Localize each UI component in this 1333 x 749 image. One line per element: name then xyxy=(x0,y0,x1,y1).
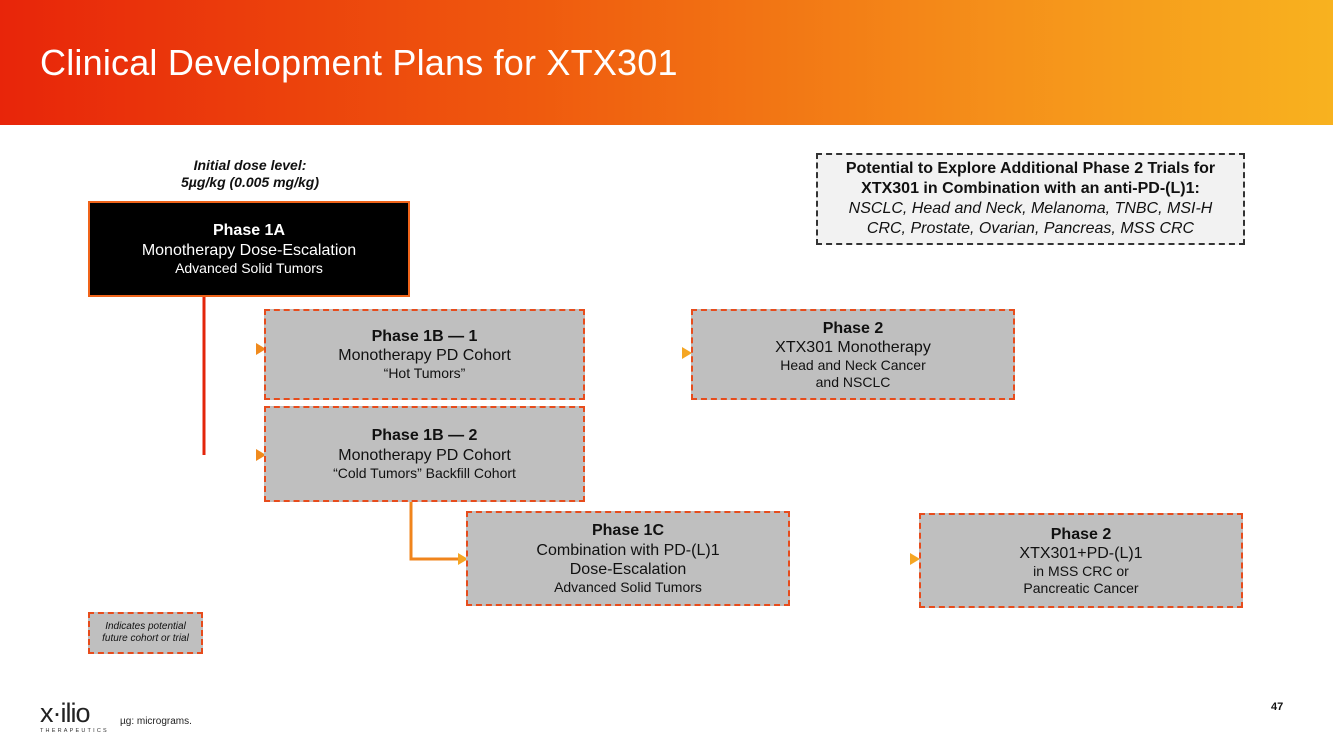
dose-label-line2: 5µg/kg (0.005 mg/kg) xyxy=(181,173,319,190)
phase-1b1-box: Phase 1B — 1 Monotherapy PD Cohort “Hot … xyxy=(264,309,585,400)
phase-2a-title: Phase 2 xyxy=(822,319,884,337)
legend-line1: Indicates potential xyxy=(105,621,186,632)
header-banner: Clinical Development Plans for XTX301 xyxy=(0,0,1333,125)
phase-1b1-title: Phase 1B — 1 xyxy=(371,327,478,345)
arrowhead-1b2 xyxy=(256,449,266,461)
logo-subtitle: THERAPEUTICS xyxy=(40,728,109,734)
dose-label-line1: Initial dose level: xyxy=(193,157,307,173)
phase-2a-line2: Head and Neck Cancer xyxy=(780,356,926,373)
initial-dose-label: Initial dose level: 5µg/kg (0.005 mg/kg) xyxy=(120,157,380,191)
phase-1b1-line2: “Hot Tumors” xyxy=(383,365,466,382)
company-logo: x·ilio THERAPEUTICS xyxy=(40,700,110,738)
phase-2b-title: Phase 2 xyxy=(1050,525,1112,543)
phase-2b-line1: XTX301+PD-(L)1 xyxy=(1019,544,1143,562)
page-title: Clinical Development Plans for XTX301 xyxy=(40,42,678,83)
phase-1c-line3: Advanced Solid Tumors xyxy=(554,578,702,595)
phase-1c-line2: Dose-Escalation xyxy=(569,560,687,578)
phase-2a-line1: XTX301 Monotherapy xyxy=(775,338,931,356)
additional-trials-note: Potential to Explore Additional Phase 2 … xyxy=(816,153,1245,245)
logo-wordmark: x·ilio xyxy=(40,698,91,728)
phase-1b1-line1: Monotherapy PD Cohort xyxy=(338,347,511,365)
phase-1a-title: Phase 1A xyxy=(212,222,286,240)
note-italic-line1: NSCLC, Head and Neck, Melanoma, TNBC, MS… xyxy=(848,200,1213,217)
phase-1c-line1: Combination with PD-(L)1 xyxy=(536,541,720,559)
legend-box: Indicates potential future cohort or tri… xyxy=(88,612,203,654)
arrowhead-1c xyxy=(458,553,468,565)
phase-2a-box: Phase 2 XTX301 Monotherapy Head and Neck… xyxy=(691,309,1015,400)
footnote: µg: micrograms. xyxy=(120,716,192,727)
phase-1b2-box: Phase 1B — 2 Monotherapy PD Cohort “Cold… xyxy=(264,406,585,502)
phase-1b2-line1: Monotherapy PD Cohort xyxy=(338,446,511,464)
connector-1b2-to-1c xyxy=(409,502,458,561)
arrowhead-1b1 xyxy=(256,343,266,355)
phase-2a-line3: and NSCLC xyxy=(815,373,891,390)
phase-1a-line1: Monotherapy Dose-Escalation xyxy=(141,241,357,259)
phase-2b-line3: Pancreatic Cancer xyxy=(1023,579,1139,596)
phase-2b-box: Phase 2 XTX301+PD-(L)1 in MSS CRC or Pan… xyxy=(919,513,1243,608)
note-italic-line2: CRC, Prostate, Ovarian, Pancreas, MSS CR… xyxy=(866,220,1195,237)
note-bold-line2: XTX301 in Combination with an anti-PD-(L… xyxy=(861,180,1200,197)
phase-2b-line2: in MSS CRC or xyxy=(1033,562,1129,579)
phase-1b2-title: Phase 1B — 2 xyxy=(371,427,478,445)
arrowhead-phase2b xyxy=(910,553,920,565)
arrowhead-phase2a xyxy=(682,347,692,359)
page-number: 47 xyxy=(1271,701,1284,713)
legend-line2: future cohort or trial xyxy=(102,633,189,644)
phase-1c-title: Phase 1C xyxy=(591,522,665,540)
phase-1a-line2: Advanced Solid Tumors xyxy=(175,259,323,276)
phase-1a-box: Phase 1A Monotherapy Dose-Escalation Adv… xyxy=(88,201,410,297)
note-bold-line1: Potential to Explore Additional Phase 2 … xyxy=(845,160,1216,177)
phase-1b2-line2: “Cold Tumors” Backfill Cohort xyxy=(333,464,516,481)
phase-1c-box: Phase 1C Combination with PD-(L)1 Dose-E… xyxy=(466,511,790,606)
